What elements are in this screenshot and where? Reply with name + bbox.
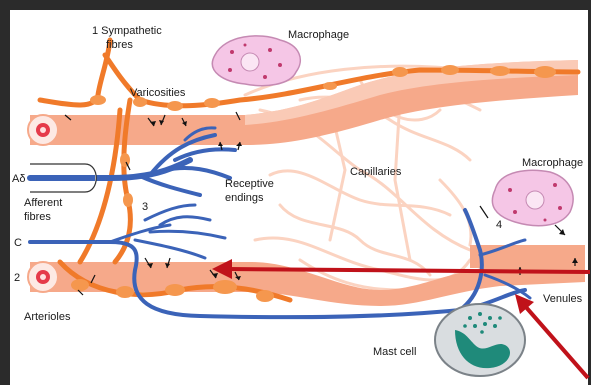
label-varicosities: Varicosities: [130, 87, 186, 99]
label-sympathetic-fibres: fibres: [106, 39, 133, 51]
label-macrophage-right: Macrophage: [522, 157, 583, 169]
label-receptive: Receptive: [225, 178, 274, 190]
label-capillaries: Capillaries: [350, 166, 402, 178]
label-num4: 4: [496, 219, 502, 231]
venule: [470, 245, 585, 268]
label-num3: 3: [142, 201, 148, 213]
afferent-fibre-sheath: [30, 164, 96, 192]
label-endings: endings: [225, 192, 264, 204]
macrophage-right: [492, 170, 573, 225]
label-afferent: Afferent: [24, 197, 62, 209]
label-c-fibre: C: [14, 237, 22, 249]
label-a-delta: Aδ: [12, 173, 25, 185]
macrophage-top: [212, 36, 300, 86]
label-macrophage-top: Macrophage: [288, 29, 349, 41]
label-mast-cell: Mast cell: [373, 346, 416, 358]
label-sympathetic: 1 Sympathetic: [92, 25, 162, 37]
label-num2: 2: [14, 272, 20, 284]
label-afferent-fibres: fibres: [24, 211, 51, 223]
mast-cell: [435, 304, 525, 376]
label-venules: Venules: [543, 293, 583, 305]
label-arterioles: Arterioles: [24, 311, 71, 323]
